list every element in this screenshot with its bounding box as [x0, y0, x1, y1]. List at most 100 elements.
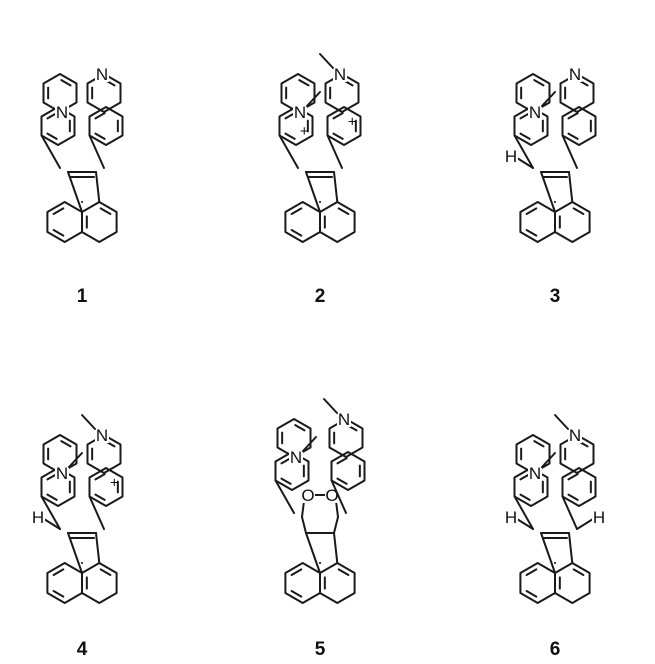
double-bond — [533, 440, 545, 448]
double-bond — [567, 112, 579, 120]
left-nitrogen-label-halo — [55, 463, 69, 481]
double-bond — [52, 207, 65, 216]
left-nitrogen-label: N — [529, 103, 541, 122]
compound-2: N+N+2 — [278, 53, 362, 307]
double-bond — [525, 589, 538, 598]
double-bond — [94, 132, 106, 140]
left-methyl-bond — [541, 91, 556, 107]
left-methyl-bond — [306, 91, 321, 107]
left-pyridine-ring — [42, 434, 78, 474]
right-attach-bond — [88, 134, 105, 169]
left-hydrogen-label-halo — [504, 146, 518, 164]
left-hydrogen-label-halo — [504, 507, 518, 525]
naphthalene-ring-left — [46, 562, 83, 604]
compound-number: 5 — [315, 639, 326, 660]
right-methyl-bond — [319, 53, 334, 69]
left-attach-bond — [274, 479, 295, 514]
double-bond — [99, 568, 112, 577]
compound-number: 3 — [550, 286, 561, 307]
left-pyridine-ring — [280, 73, 316, 113]
left-nitrogen-label-halo — [528, 102, 542, 120]
left-nitrogen-label: N — [290, 448, 302, 467]
double-bond — [94, 473, 106, 481]
left-nitrogen-label-halo — [293, 102, 307, 120]
left-attach-bond — [40, 495, 61, 530]
left-hydrogen-label-halo — [31, 507, 45, 525]
oxygen-label: O — [301, 486, 314, 505]
right-nitrogen-label-halo — [333, 64, 347, 82]
double-bond — [519, 132, 531, 140]
right-nitrogen-label: N — [338, 410, 350, 429]
five-ring-bond — [305, 532, 322, 574]
oxygen-label: O — [325, 486, 338, 505]
double-bond — [572, 568, 585, 577]
five-ring-bond — [540, 532, 557, 574]
right-nitrogen-label: N — [96, 65, 108, 84]
double-bond — [567, 132, 579, 140]
double-bond — [52, 589, 65, 598]
right-nitrogen-label: N — [96, 426, 108, 445]
oxygen-label-halo — [301, 485, 315, 503]
left-methyl-bond — [68, 452, 83, 468]
double-bond — [572, 207, 585, 216]
left-attach-bond — [513, 134, 534, 169]
five-ring-bond — [95, 532, 101, 564]
sp3-bond — [301, 516, 307, 534]
right-charge-label: + — [110, 474, 119, 491]
left-nitrogen-label: N — [56, 103, 68, 122]
naphthalene-ring-left — [46, 201, 83, 243]
double-bond — [46, 493, 58, 501]
left-nitrogen-label: N — [529, 464, 541, 483]
left-charge-label: + — [300, 123, 309, 140]
five-ring-bond — [568, 171, 574, 203]
c-o-bond — [301, 500, 305, 518]
right-nitrogen-label-halo — [568, 425, 582, 443]
naphthalene-ring-left — [519, 201, 556, 243]
double-bond — [525, 207, 538, 216]
naphthalene-ring-left — [519, 562, 556, 604]
left-nitrogen-label-halo — [289, 447, 303, 465]
double-bond — [290, 228, 303, 237]
double-bond — [525, 568, 538, 577]
double-bond — [533, 79, 545, 87]
double-bond — [336, 477, 348, 485]
double-bond — [567, 473, 579, 481]
left-pyridine-ring — [515, 73, 551, 113]
right-nitrogen-label: N — [569, 426, 581, 445]
double-bond — [52, 228, 65, 237]
double-bond — [280, 477, 292, 485]
left-attach-bond — [513, 495, 534, 530]
left-nitrogen-label: N — [56, 464, 68, 483]
left-hydrogen-label: H — [505, 147, 517, 166]
five-ring-bond — [305, 171, 322, 213]
double-bond — [94, 112, 106, 120]
double-bond — [337, 207, 350, 216]
compound-number: 2 — [315, 286, 326, 307]
five-ring-bond — [67, 532, 84, 574]
double-bond — [332, 132, 344, 140]
right-nitrogen-label-halo — [337, 409, 351, 427]
right-attach-bond — [561, 134, 578, 169]
left-nitrogen-label-halo — [528, 463, 542, 481]
left-ch-bond — [43, 518, 61, 530]
compound-1: NN1 — [40, 64, 124, 307]
double-bond — [294, 424, 306, 432]
right-methyl-bond — [81, 414, 96, 430]
double-bond — [298, 79, 310, 87]
left-pyridine-ring — [276, 418, 312, 458]
left-methyl-bond — [541, 452, 556, 468]
compound-number: 6 — [550, 639, 561, 660]
right-attach-bond — [330, 479, 347, 514]
double-bond — [290, 207, 303, 216]
left-nitrogen-label: N — [294, 103, 306, 122]
right-nitrogen-label-halo — [568, 64, 582, 82]
double-bond — [60, 440, 72, 448]
right-hydrogen-label: H — [593, 508, 605, 527]
five-ring-bond — [67, 171, 84, 213]
double-bond — [284, 132, 296, 140]
right-ch-bond — [576, 518, 594, 530]
